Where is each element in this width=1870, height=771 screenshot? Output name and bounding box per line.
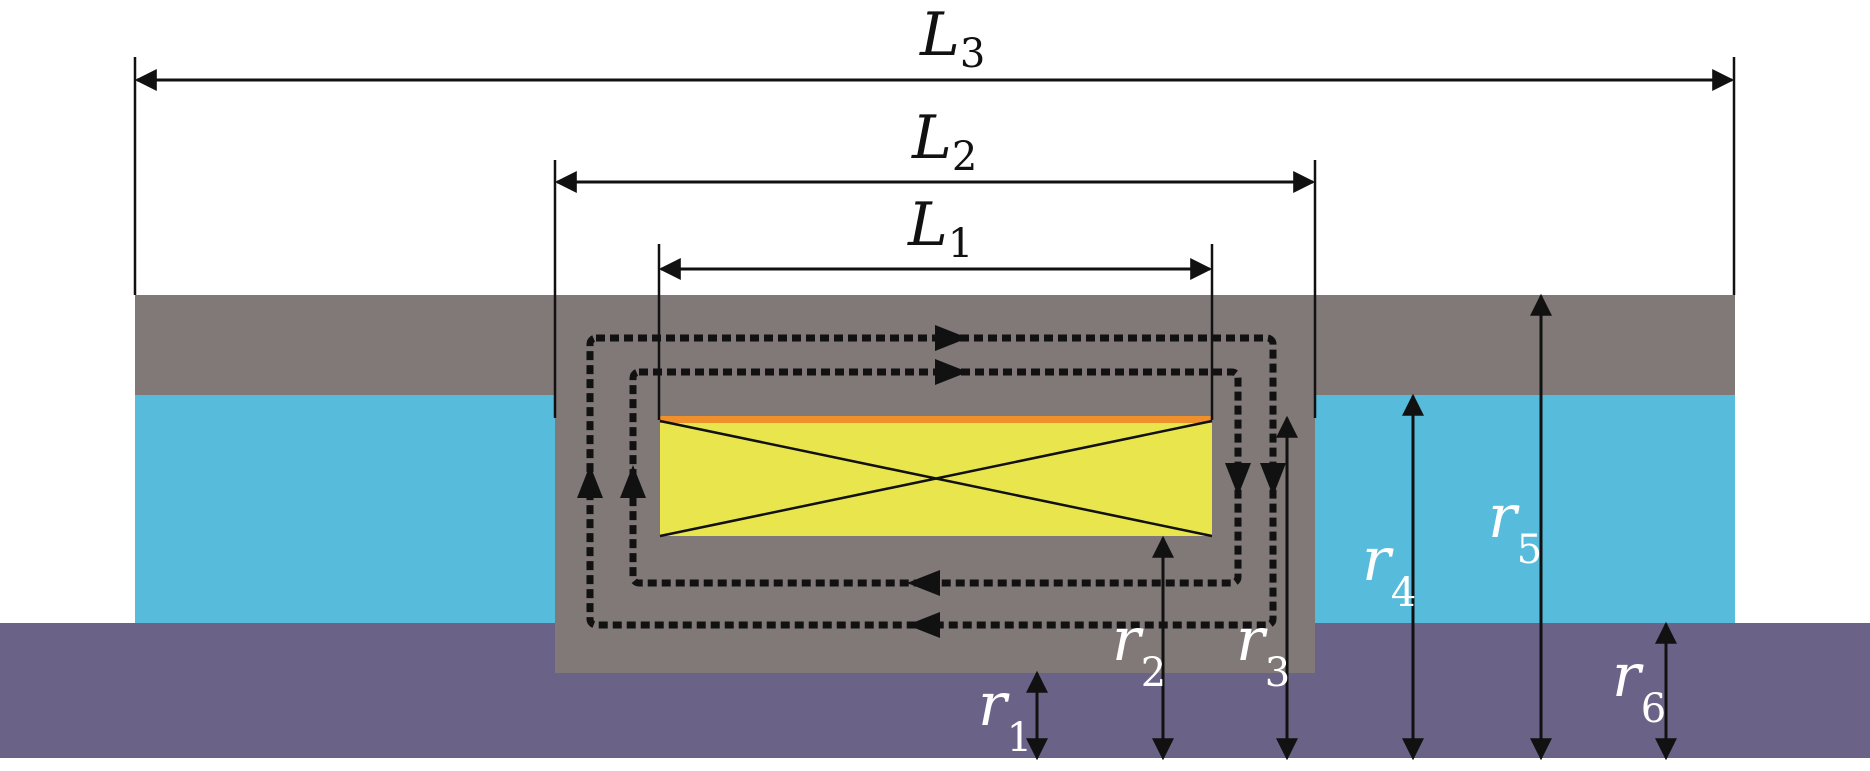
label-L1: L1 — [907, 190, 973, 267]
label-r1: r1 — [978, 670, 1032, 761]
label-r4: r4 — [1362, 525, 1416, 616]
coil-edge-strip — [660, 416, 1212, 423]
flux-arrow-left-inner — [620, 465, 646, 498]
label-r3: r3 — [1236, 605, 1290, 696]
core-top-gap — [555, 395, 1315, 415]
label-r2: r2 — [1112, 605, 1166, 696]
label-L3: L3 — [919, 0, 985, 77]
flux-arrow-left-outer — [577, 465, 603, 498]
flux-arrow-right-inner — [1225, 463, 1251, 496]
coil-cross-line-b — [659, 419, 1213, 538]
label-L2: L2 — [911, 103, 977, 180]
flux-arrow-bottom-inner — [907, 570, 940, 596]
flux-arrow-top-outer — [935, 325, 968, 351]
flux-arrow-bottom-outer — [907, 612, 940, 638]
label-r6: r6 — [1612, 641, 1666, 732]
label-r5: r5 — [1488, 482, 1542, 573]
flux-arrow-top-inner — [935, 359, 968, 385]
